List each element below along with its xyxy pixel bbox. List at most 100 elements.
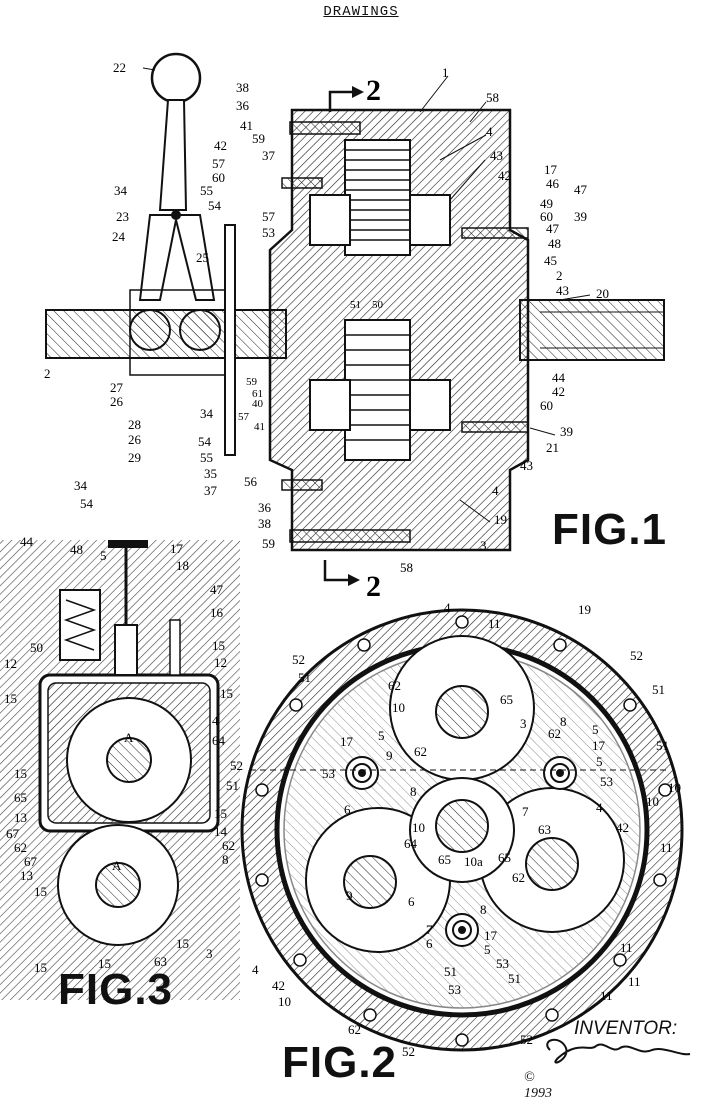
top-bolt bbox=[289, 121, 361, 135]
ref-38: 38 bbox=[236, 80, 249, 95]
ref2-6b: 6 bbox=[408, 894, 415, 909]
ref-35: 35 bbox=[204, 466, 217, 481]
ref-24: 24 bbox=[112, 229, 126, 244]
ref3-15i: 15 bbox=[176, 936, 189, 951]
copyright-symbol: © bbox=[524, 1070, 535, 1085]
ref-20: 20 bbox=[596, 286, 609, 301]
ref2-11: 11 bbox=[488, 616, 501, 631]
fig1-label: FIG.1 bbox=[552, 505, 668, 554]
ref-23: 23 bbox=[116, 209, 129, 224]
ref-25: 25 bbox=[196, 250, 209, 265]
ref-41b: 41 bbox=[254, 421, 265, 433]
ref3-15f: 15 bbox=[34, 884, 47, 899]
ref3-51: 51 bbox=[226, 778, 239, 793]
ref3-47: 47 bbox=[210, 582, 224, 597]
ref3-4: 4 bbox=[212, 713, 219, 728]
ref-39: 39 bbox=[574, 209, 587, 224]
ref2-19: 19 bbox=[578, 602, 591, 617]
ref-58: 58 bbox=[486, 90, 499, 105]
ref2-11e: 11 bbox=[600, 988, 613, 1003]
lever-arm bbox=[158, 99, 188, 211]
ref2-11d: 11 bbox=[628, 974, 641, 989]
ref3-15: 15 bbox=[212, 638, 225, 653]
ref2-10: 10 bbox=[392, 700, 405, 715]
ref-43b: 43 bbox=[556, 283, 569, 298]
ref3-15g: 15 bbox=[34, 960, 47, 975]
shift-rod bbox=[224, 224, 236, 456]
ref-60: 60 bbox=[212, 170, 225, 185]
ref-55b: 55 bbox=[200, 450, 213, 465]
ref-36: 36 bbox=[236, 98, 250, 113]
ref2-62b: 62 bbox=[548, 726, 561, 741]
ref2-51: 51 bbox=[298, 670, 311, 685]
upper-gear bbox=[344, 139, 411, 256]
ref3-13b: 13 bbox=[20, 868, 33, 883]
ref-19: 19 bbox=[494, 512, 507, 527]
lever-fork bbox=[138, 214, 216, 301]
ref-47b: 47 bbox=[546, 221, 560, 236]
ref-45: 45 bbox=[544, 253, 557, 268]
ref3-63: 63 bbox=[154, 954, 167, 969]
ref3-67b: 67 bbox=[24, 854, 38, 869]
ref2-42: 42 bbox=[616, 820, 629, 835]
ref-53: 53 bbox=[262, 225, 275, 240]
ref3-44: 44 bbox=[20, 534, 34, 549]
ref2-5d: 5 bbox=[484, 942, 491, 957]
ref2-6: 6 bbox=[344, 802, 351, 817]
ref3-48: 48 bbox=[70, 542, 83, 557]
ref2-4b: 4 bbox=[596, 800, 603, 815]
inventor-signature bbox=[546, 1038, 691, 1064]
ref-61: 61 bbox=[252, 388, 263, 400]
ref2-51e: 51 bbox=[508, 971, 521, 986]
ref-28: 28 bbox=[128, 417, 141, 432]
ref2-8c: 8 bbox=[480, 902, 487, 917]
ref3-14: 14 bbox=[214, 824, 228, 839]
ref2-3: 3 bbox=[520, 716, 527, 731]
ref3-15h: 15 bbox=[98, 956, 111, 971]
ref-39b: 39 bbox=[560, 424, 573, 439]
ref-26: 26 bbox=[110, 394, 124, 409]
ref2-65: 65 bbox=[500, 692, 513, 707]
output-shaft bbox=[519, 299, 665, 361]
ref2-10b: 10 bbox=[668, 780, 681, 795]
ref-37b: 37 bbox=[204, 483, 218, 498]
valve-stem bbox=[114, 624, 138, 676]
ref3-65: 65 bbox=[14, 790, 27, 805]
ref2-53: 53 bbox=[322, 766, 335, 781]
ref-60b: 60 bbox=[540, 209, 553, 224]
ref3-62: 62 bbox=[14, 840, 27, 855]
ref2-8: 8 bbox=[560, 714, 567, 729]
ref3-3: 3 bbox=[206, 946, 213, 961]
ref-42: 42 bbox=[214, 138, 227, 153]
ref-43: 43 bbox=[490, 148, 503, 163]
ref3-12: 12 bbox=[4, 656, 17, 671]
ref3-54: 54 bbox=[80, 496, 94, 511]
fig2-drawing: 4 11 19 52 52 51 51 62 10 65 3 62 17 8 5… bbox=[240, 600, 691, 1064]
ref2-51c: 51 bbox=[656, 738, 669, 753]
ref-50: 50 bbox=[372, 299, 384, 311]
ref2-11c: 11 bbox=[620, 940, 633, 955]
ref2-52c: 52 bbox=[402, 1044, 415, 1059]
ref-34b: 34 bbox=[200, 406, 214, 421]
ref-4: 4 bbox=[486, 124, 493, 139]
ref-44: 44 bbox=[552, 370, 566, 385]
ref-42c: 42 bbox=[552, 384, 565, 399]
inventor-label: INVENTOR: bbox=[574, 1018, 678, 1039]
ref2-64: 64 bbox=[404, 836, 418, 851]
ref-55: 55 bbox=[200, 183, 213, 198]
ref-43c: 43 bbox=[520, 458, 533, 473]
ref-60c: 60 bbox=[540, 398, 553, 413]
ref-56: 56 bbox=[244, 474, 258, 489]
ref2-52b: 52 bbox=[630, 648, 643, 663]
ref2-7: 7 bbox=[522, 804, 529, 819]
ref2-62: 62 bbox=[388, 678, 401, 693]
ref-22: 22 bbox=[113, 60, 126, 75]
copyright-year: 1993 bbox=[524, 1086, 552, 1101]
ref-57b: 57 bbox=[262, 209, 276, 224]
ref2-51b: 51 bbox=[652, 682, 665, 697]
ref2-10d: 10 bbox=[412, 820, 425, 835]
ref-49: 49 bbox=[540, 196, 553, 211]
ref-58b: 58 bbox=[400, 560, 413, 575]
ref3-34: 34 bbox=[74, 478, 88, 493]
